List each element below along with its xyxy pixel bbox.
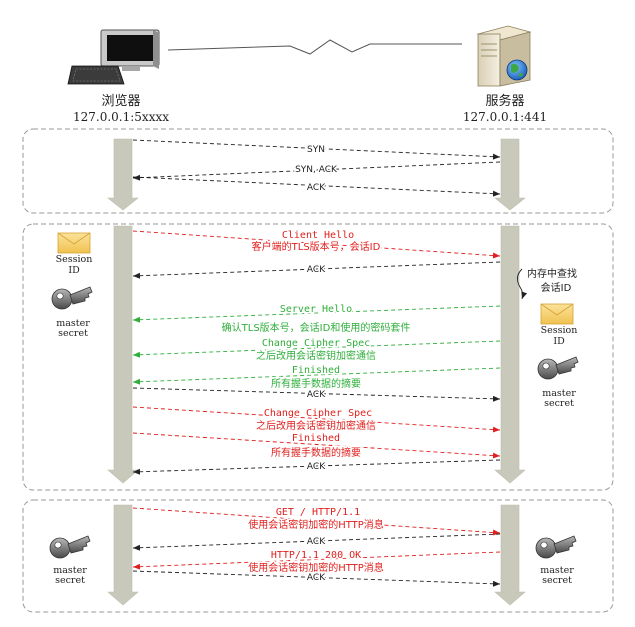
http-data-section	[22, 499, 614, 613]
network-link-zigzag	[167, 39, 462, 55]
http-200-arrow	[132, 551, 501, 570]
client-session-id-label-2: ID	[68, 265, 80, 276]
client-session-id-label-1: Session	[56, 254, 93, 265]
syn-arrow	[132, 139, 501, 160]
server-master-secret-label-2: secret	[544, 398, 574, 409]
lookup-curve-arrow	[517, 268, 528, 300]
client-lifeline	[107, 138, 139, 606]
tcp-handshake-section	[22, 128, 614, 214]
http-ack2-arrow	[132, 570, 501, 587]
http-ack2-label: ACK	[307, 573, 326, 583]
http-ack1-label: ACK	[307, 537, 326, 547]
server-name: 服务器	[485, 93, 524, 109]
server-session-id-label-1: Session	[541, 325, 578, 336]
master-secret-key-icon	[51, 286, 93, 310]
ack3-label: ACK	[307, 462, 326, 472]
server-ccs-arrow	[132, 340, 501, 358]
http-get-arrow	[132, 507, 501, 536]
session-id-envelope-icon	[57, 232, 91, 254]
server-address: 127.0.0.1:441	[463, 110, 547, 124]
ack2-label: ACK	[307, 390, 326, 400]
http-200-label: HTTP/1.1 200 OK	[271, 550, 361, 561]
server-ccs-label: Change Cipher Spec	[262, 338, 370, 349]
client-ccs-arrow	[132, 406, 501, 433]
client-finished-desc: 所有握手数据的摘要	[271, 446, 361, 459]
client-http-master-secret-2: secret	[55, 575, 85, 586]
desktop-computer-icon	[67, 29, 160, 85]
server-finished-desc: 所有握手数据的摘要	[271, 377, 361, 390]
server-hello-desc: 确认TLS版本号，会话ID和使用的密码套件	[222, 321, 411, 334]
server-ccs-desc: 之后改用会话密钥加密通信	[256, 349, 376, 362]
http-get-label: GET / HTTP/1.1	[276, 507, 360, 518]
server-master-secret-label-1: master	[542, 388, 576, 399]
client-name: 浏览器	[101, 93, 140, 109]
http-get-desc: 使用会话密钥加密的HTTP消息	[248, 518, 384, 531]
ack-arrow	[132, 176, 501, 197]
master-secret-key-icon	[49, 535, 91, 559]
server-finished-arrow	[132, 367, 501, 385]
ack3-arrow	[132, 459, 501, 475]
synack-arrow	[132, 161, 501, 181]
server-hello-arrow	[132, 305, 501, 323]
client-ccs-desc: 之后改用会话密钥加密通信	[256, 419, 376, 432]
synack-label: SYN, ACK	[295, 165, 338, 175]
http-200-desc: 使用会话密钥加密的HTTP消息	[248, 561, 384, 574]
syn-label: SYN	[307, 145, 325, 155]
master-secret-key-icon	[535, 535, 577, 559]
server-hello-label: Server Hello	[280, 304, 352, 315]
ack-label: ACK	[307, 183, 326, 193]
client-address: 127.0.0.1:5xxxx	[73, 110, 169, 124]
server-session-id-label-2: ID	[553, 336, 565, 347]
server-globe-icon	[476, 25, 532, 87]
ack2-arrow	[132, 387, 501, 402]
client-master-secret-label-1: master	[56, 318, 90, 329]
server-lifeline	[494, 138, 526, 606]
ack1-label: ACK	[307, 265, 326, 275]
server-finished-label: Finished	[292, 365, 340, 376]
client-hello-arrow	[132, 230, 501, 259]
lookup-note-1: 内存中查找	[527, 267, 577, 280]
client-hello-desc: 客户端的TLS版本号，会话ID	[252, 240, 381, 253]
client-finished-label: Finished	[292, 433, 340, 444]
client-ccs-label: Change Cipher Spec	[264, 408, 372, 419]
lookup-note-2: 会话ID	[541, 281, 572, 294]
server-http-master-secret-2: secret	[542, 575, 572, 586]
master-secret-key-icon	[537, 356, 579, 380]
client-hello-label: Client Hello	[282, 230, 354, 241]
ack1-arrow	[132, 261, 501, 279]
session-id-envelope-icon	[540, 303, 574, 325]
server-http-master-secret-1: master	[540, 565, 574, 576]
http-ack1-arrow	[132, 533, 501, 551]
client-finished-arrow	[132, 432, 501, 459]
client-master-secret-label-2: secret	[58, 328, 88, 339]
client-http-master-secret-1: master	[53, 565, 87, 576]
tls-resumption-section	[22, 223, 614, 491]
